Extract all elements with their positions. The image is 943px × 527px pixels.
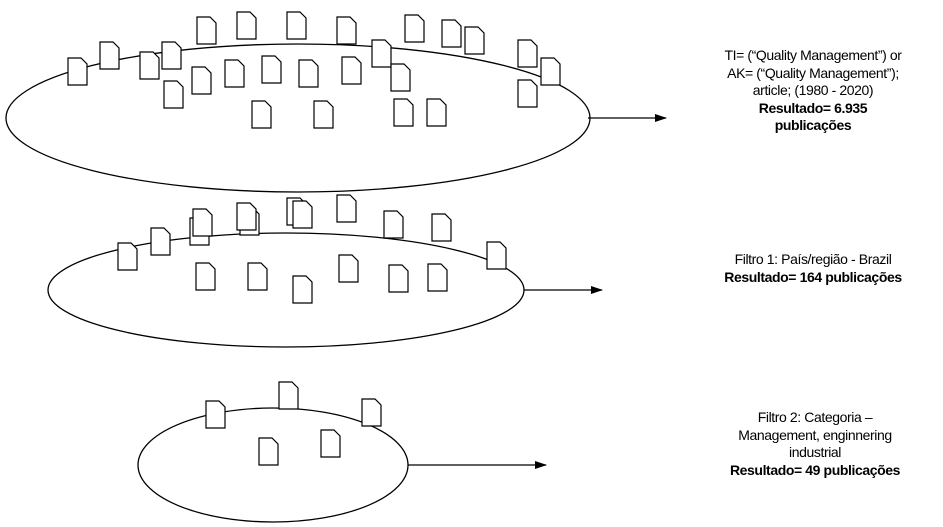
stage-1-document-icon — [261, 55, 282, 84]
stage-1-document-icon — [251, 100, 272, 129]
stage-1-result-line-2: publicações — [774, 117, 852, 133]
stage-1-description-line-3: article; (1980 - 2020) — [752, 82, 874, 98]
stage-3-document-icon — [258, 437, 279, 466]
stage-1-document-icon — [341, 56, 362, 85]
stage-1-document-icon — [313, 100, 334, 129]
stage-1-caption: TI= (“Quality Management”) or AK= (“Qual… — [688, 47, 938, 135]
stage-2-document-icon — [195, 262, 216, 291]
stage-1-document-icon — [224, 59, 245, 88]
stage-3-description-line-1: Filtro 2: Categoria – — [757, 409, 873, 425]
stage-3-caption: Filtro 2: Categoria – Management, enginn… — [690, 409, 940, 479]
stage-2-document-icon — [236, 202, 257, 231]
stage-1-document-icon — [390, 63, 411, 92]
stage-2-document-icon — [431, 213, 452, 242]
stage-2-document-icon — [292, 275, 313, 304]
stage-2-document-icon — [247, 262, 268, 291]
stage-3-document-icon — [361, 398, 382, 427]
stage-1-document-icon — [540, 57, 561, 86]
stage-1-document-icon — [139, 51, 160, 80]
stage-2-document-icon — [292, 200, 313, 229]
stage-2-document-icon — [388, 264, 409, 293]
stage-2-document-icon — [150, 227, 171, 256]
stage-1-document-icon — [161, 41, 182, 70]
stage-1-document-icon — [404, 14, 425, 43]
stage-2-document-icon — [336, 194, 357, 223]
stage-1-document-icon — [517, 79, 538, 108]
stage-2-document-icon — [383, 210, 404, 239]
stage-2-document-icon — [117, 242, 138, 271]
stage-2-document-icon — [192, 208, 213, 237]
stage-2-document-icon — [338, 254, 359, 283]
stage-1-document-icon — [426, 98, 447, 127]
stage-1-document-icon — [99, 41, 120, 70]
stage-2-document-icon — [427, 263, 448, 292]
stage-1-document-icon — [196, 16, 217, 45]
stage-1-result-line-1: Resultado= 6.935 — [758, 99, 868, 116]
stage-1-document-icon — [464, 26, 485, 55]
stage-1-document-icon — [286, 11, 307, 40]
stage-2-caption: Filtro 1: País/região - Brazil Resultado… — [683, 251, 943, 286]
stage-3-document-icon — [320, 429, 341, 458]
stage-1-document-icon — [163, 80, 184, 109]
stage-1-document-icon — [191, 66, 212, 95]
stage-2-result-line-1: Resultado= 164 publicações — [724, 268, 902, 285]
stage-3-description-line-3: industrial — [788, 444, 842, 460]
stage-2-document-icon — [486, 241, 507, 270]
stage-1-document-icon — [517, 39, 538, 68]
stage-1-document-icon — [236, 11, 257, 40]
stage-1-ellipse — [5, 43, 591, 193]
stage-1-document-icon — [336, 16, 357, 45]
stage-3-document-icon — [278, 381, 299, 410]
stage-3-result-line-1: Resultado= 49 publicações — [729, 461, 901, 478]
stage-3-document-icon — [205, 400, 226, 429]
stage-1-document-icon — [298, 59, 319, 88]
stage-1-document-icon — [441, 19, 462, 48]
stage-1-description-line-2: AK= (“Quality Management”); — [727, 64, 899, 81]
stage-1-description-line-1: TI= (“Quality Management”) or — [724, 47, 902, 63]
stage-1-document-icon — [393, 98, 414, 127]
stage-3-description-line-2: Management, enginnering — [738, 426, 892, 443]
stage-2-description-line-1: Filtro 1: País/região - Brazil — [734, 251, 892, 267]
stage-1-document-icon — [67, 57, 88, 86]
stage-1-document-icon — [371, 39, 392, 68]
